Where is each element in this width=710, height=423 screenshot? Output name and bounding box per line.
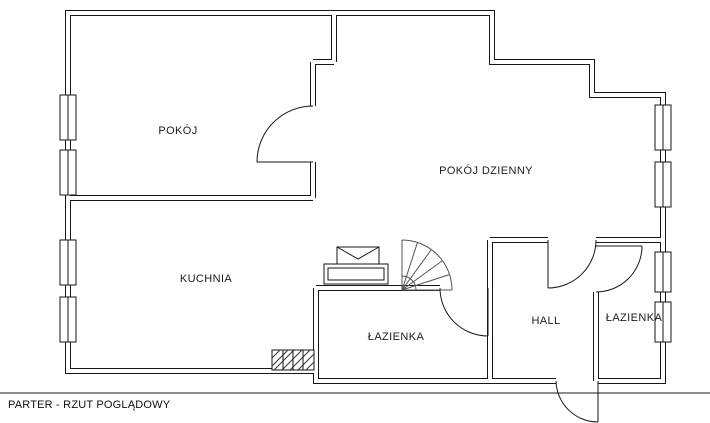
table-icon (323, 246, 389, 285)
door-arc-icon (439, 287, 489, 337)
window-icon (59, 296, 77, 343)
door-arc-icon (256, 105, 314, 163)
room-label-pokoj-dzienny: POKÓJ DZIENNY (439, 165, 533, 177)
room-label-hall: HALL (531, 315, 561, 327)
floor-plan-caption: PARTER - RZUT POGLĄDOWY (8, 399, 171, 411)
room-label-lazienka-2: ŁAZIENKA (605, 312, 663, 324)
envelope-icon (336, 246, 380, 265)
window-icon (59, 94, 77, 141)
windows (59, 94, 672, 343)
window-icon (654, 161, 672, 208)
window-icon (59, 239, 77, 286)
door-arc-icon (555, 380, 599, 423)
stairs-icon (401, 239, 453, 291)
room-label-lazienka-1: ŁAZIENKA (367, 331, 425, 343)
window-icon (654, 301, 672, 343)
walls (65, 10, 666, 384)
room-label-pokoj: POKÓJ (158, 125, 198, 137)
chimney-hatch-icon (271, 349, 315, 371)
door-arc-icon (547, 239, 597, 289)
room-label-kuchnia: KUCHNIA (179, 273, 233, 285)
door-arc-icon (595, 245, 643, 293)
window-icon (59, 149, 77, 196)
window-icon (654, 104, 672, 151)
window-icon (654, 251, 672, 293)
doors (256, 105, 643, 423)
